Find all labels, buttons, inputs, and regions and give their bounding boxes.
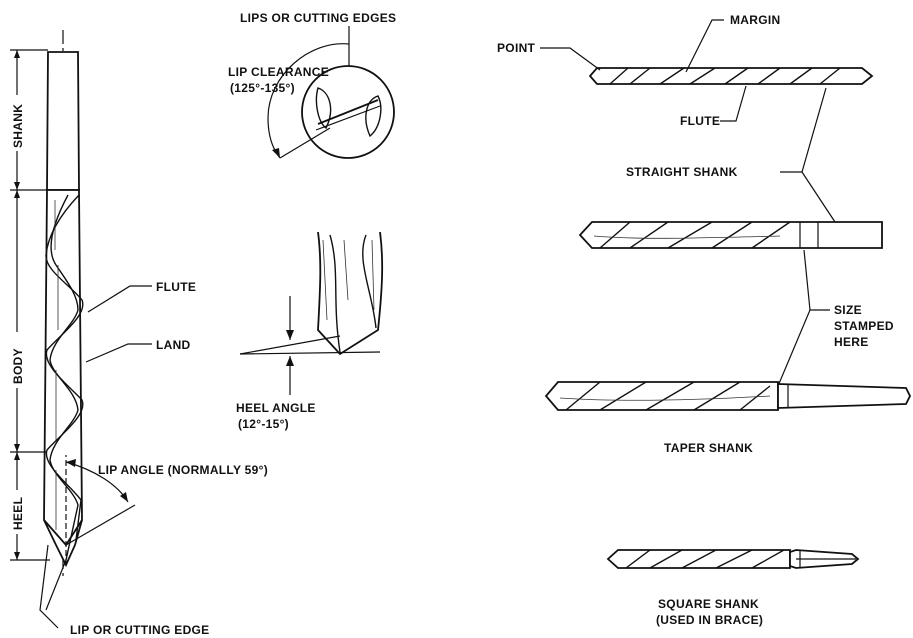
heel-base-line: [240, 352, 380, 354]
chisel-edge-shade: [316, 106, 380, 130]
land-leader: [86, 344, 152, 362]
arrow-heel-bottom: [14, 552, 20, 560]
taper-shank-label: TAPER SHANK: [664, 441, 753, 455]
lip-clearance-label: LIP CLEARANCE: [228, 65, 329, 79]
taper-drill-shank: [778, 384, 910, 408]
drill-body: [44, 190, 82, 565]
flute-right-label: FLUTE: [680, 114, 720, 128]
heel-angle-range: (12°-15°): [238, 417, 289, 431]
size-label-line2: STAMPED: [834, 319, 894, 333]
arrow-body-top: [14, 190, 20, 198]
lip-clearance-end-view: LIPS OR CUTTING EDGES LIP CLEARANCE (125…: [228, 11, 396, 158]
arrow-shank-bottom: [14, 182, 20, 190]
size-leader-b: [778, 310, 810, 386]
body-label: BODY: [11, 348, 25, 384]
point-label: POINT: [497, 41, 536, 55]
lip-edge-leader-b: [46, 560, 66, 610]
clearance-arc-arrow: [272, 148, 280, 158]
chisel-edge: [318, 100, 378, 124]
straight-shank-leader-a: [780, 88, 826, 172]
lip-angle-label: LIP ANGLE (NORMALLY 59°): [98, 463, 268, 477]
heel-label: HEEL: [11, 497, 25, 530]
point-leader: [540, 48, 600, 70]
land-label: LAND: [156, 338, 191, 352]
clearance-line: [280, 128, 330, 158]
taper-shank-drill: TAPER SHANK: [546, 382, 910, 455]
lip-or-cutting-edge-label: LIP OR CUTTING EDGE: [70, 623, 210, 637]
flute-left-leader: [88, 286, 152, 312]
arrow-heel-top: [14, 452, 20, 460]
square-shank-label-line2: (USED IN BRACE): [656, 613, 763, 627]
margin-leader: [686, 20, 724, 72]
heel-angle-view: HEEL ANGLE (12°-15°): [236, 232, 382, 431]
heel-dim-arrow-top: [286, 330, 294, 340]
lips-cutting-edges-label: LIPS OR CUTTING EDGES: [240, 11, 396, 25]
main-drill: [44, 30, 83, 580]
taper-drill-body: [546, 382, 778, 410]
arrow-shank-top: [14, 50, 20, 58]
flute-right-leader: [720, 86, 746, 121]
flute-left-label: FLUTE: [156, 280, 196, 294]
heel-angle-label: HEEL ANGLE: [236, 401, 316, 415]
arrow-body-bottom: [14, 444, 20, 452]
straight-shank-leader-b: [802, 172, 835, 222]
size-leader-a: [804, 250, 830, 310]
shank-label: SHANK: [11, 104, 25, 148]
size-label-line1: SIZE: [834, 303, 862, 317]
drill-shank: [47, 52, 79, 190]
small-drill: POINT MARGIN FLUTE: [497, 13, 872, 128]
size-label-line3: HERE: [834, 335, 869, 349]
straight-shank-drill: [580, 222, 882, 248]
heel-dim-arrow-bottom: [286, 356, 294, 366]
margin-label: MARGIN: [730, 13, 780, 27]
lip-angle-callout: LIP ANGLE (NORMALLY 59°): [66, 455, 268, 565]
square-shank-drill: SQUARE SHANK (USED IN BRACE): [608, 550, 858, 627]
straight-shank-label: STRAIGHT SHANK: [626, 165, 738, 179]
square-shank-label-line1: SQUARE SHANK: [658, 597, 759, 611]
lip-clearance-range: (125°-135°): [230, 81, 295, 95]
